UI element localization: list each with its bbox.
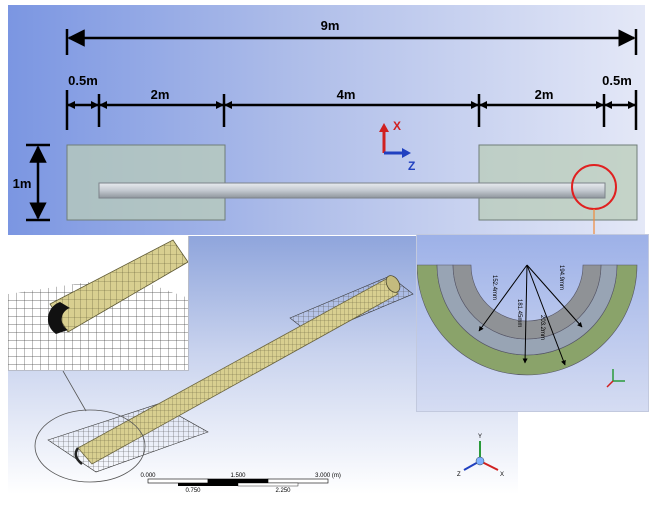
segment-ticks bbox=[65, 90, 638, 130]
cross-section-triad bbox=[606, 369, 625, 388]
radius-label-2: 181.45mm bbox=[516, 299, 522, 327]
inset-mesh-plate bbox=[8, 276, 188, 370]
schematic-drawing: 9m 0.5m 2m 4m 2m 0.5m 1m bbox=[13, 18, 638, 235]
radius-label-4: 194.9mm bbox=[558, 265, 564, 290]
total-length-label: 9m bbox=[321, 18, 340, 33]
inset-pipe-opening bbox=[47, 302, 70, 334]
radius-label-3: 203.2mm bbox=[539, 315, 545, 340]
cross-section-panel: 152.4mm 181.45mm 203.2mm 194.9mm bbox=[416, 234, 649, 412]
pipe-end-cap bbox=[385, 275, 401, 293]
height-label: 1m bbox=[13, 176, 32, 191]
mesh-drawing: 0.000 1.500 3.000 (m) 0.750 2.250 Y Z X bbox=[34, 275, 504, 494]
radius-label-1: 152.4mm bbox=[491, 275, 497, 300]
scale-label-750: 0.750 bbox=[185, 488, 201, 494]
pipe-body bbox=[98, 182, 606, 199]
scale-label-0: 0.000 bbox=[140, 473, 156, 479]
inner-layer-ring bbox=[452, 264, 602, 340]
left-zone-label: 2m bbox=[151, 87, 170, 102]
left-margin-label: 0.5m bbox=[68, 73, 98, 88]
orientation-triad: Y Z X bbox=[457, 434, 504, 478]
axis-z-label: Z bbox=[408, 159, 415, 173]
scale-label-1500: 1.500 bbox=[230, 473, 246, 479]
scale-label-2250: 2.250 bbox=[275, 488, 291, 494]
right-margin-label: 0.5m bbox=[602, 73, 632, 88]
scale-label-3000: 3.000 (m) bbox=[315, 473, 341, 479]
axis-glyph: X Z bbox=[379, 119, 415, 173]
zoom-inset-panel bbox=[8, 236, 189, 371]
triad-x-label: X bbox=[500, 472, 504, 478]
axis-x-label: X bbox=[393, 119, 401, 133]
schematic-panel: 9m 0.5m 2m 4m 2m 0.5m 1m bbox=[8, 5, 645, 235]
meshed-pipe bbox=[77, 277, 399, 465]
scale-bar: 0.000 1.500 3.000 (m) 0.750 2.250 bbox=[140, 473, 340, 494]
zoom-callout-leader bbox=[62, 370, 87, 412]
zoom-inset-drawing bbox=[8, 239, 188, 370]
middle-span-label: 4m bbox=[337, 87, 356, 102]
pipe-open-end bbox=[74, 447, 83, 465]
triad-y-label: Y bbox=[478, 434, 482, 440]
triad-z-label: Z bbox=[457, 472, 461, 478]
radius-arrows bbox=[478, 264, 583, 366]
right-zone-label: 2m bbox=[535, 87, 554, 102]
zoom-callout-ellipse bbox=[34, 409, 146, 483]
segment-arrowheads bbox=[67, 101, 636, 109]
cross-section-drawing: 152.4mm 181.45mm 203.2mm 194.9mm bbox=[417, 264, 638, 388]
